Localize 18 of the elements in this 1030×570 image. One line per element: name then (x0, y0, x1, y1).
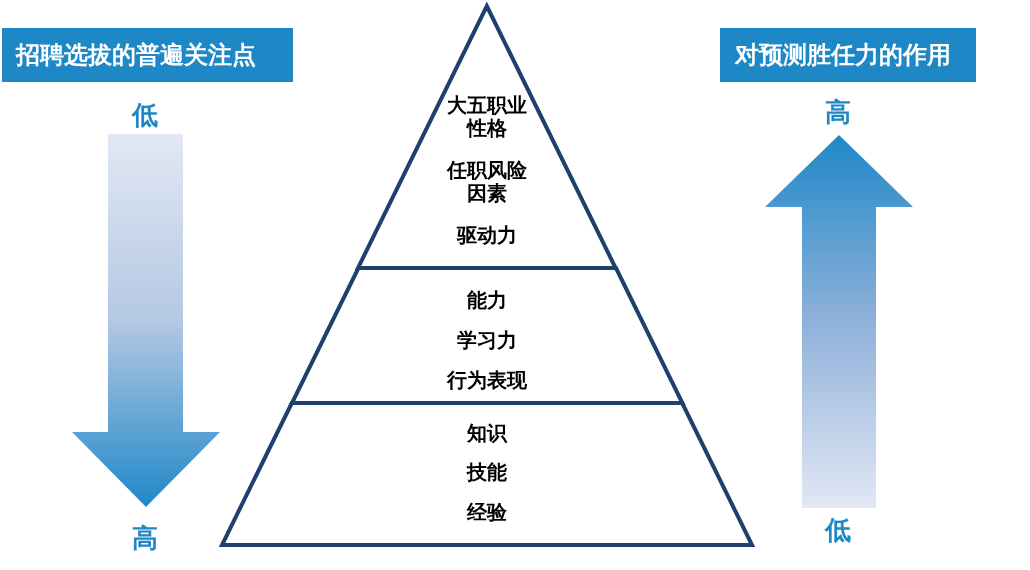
tier-label: 经验 (467, 500, 507, 524)
tier-label: 能力 (467, 288, 507, 312)
pyramid-tier (356, 4, 618, 270)
level-label: 高 (132, 523, 158, 553)
tier-label: 知识 (467, 421, 507, 445)
heading-text: 招聘选拔的普遍关注点 (16, 41, 256, 69)
tier-label: 技能 (467, 461, 507, 484)
pyramid-tier (220, 401, 754, 547)
tier-label: 大五职业性格 (446, 93, 528, 140)
heading-text: 对预测胜任力的作用 (735, 41, 951, 69)
level-label: 低 (132, 100, 158, 130)
level-label: 低 (825, 515, 851, 545)
tier-label: 任职风险因素 (445, 158, 528, 205)
heading-banner (2, 28, 293, 82)
tier-label: 学习力 (457, 328, 517, 352)
tier-label: 驱动力 (457, 223, 517, 247)
tier-label: 行为表现 (447, 368, 527, 392)
heading-banner (720, 28, 976, 82)
